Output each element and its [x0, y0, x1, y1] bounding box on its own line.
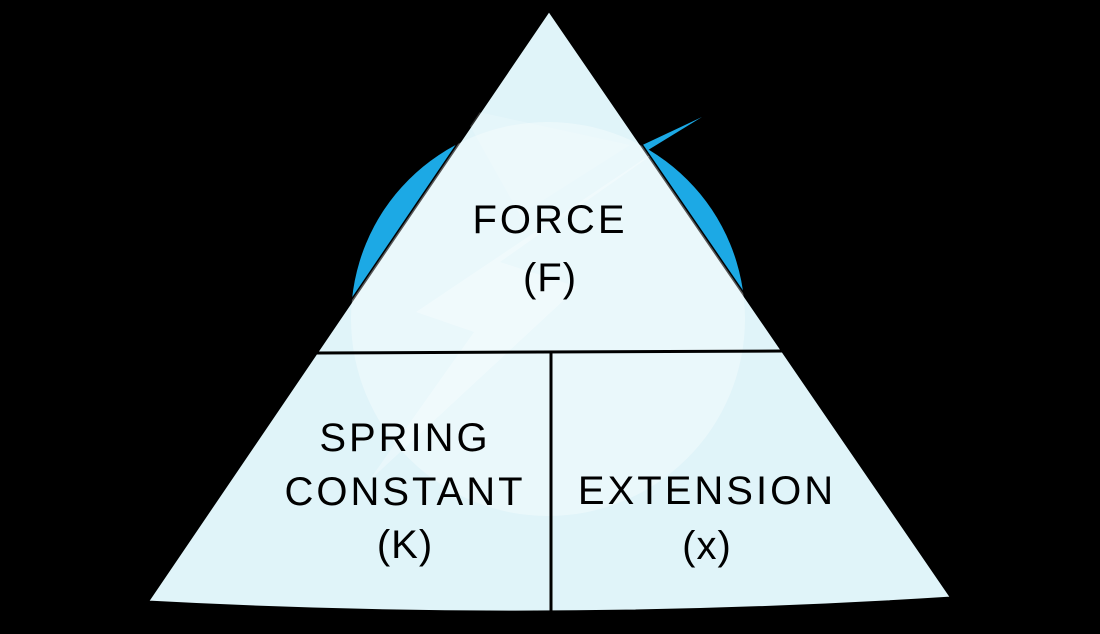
logo-watermark [351, 108, 745, 516]
force-symbol: (F) [523, 256, 577, 300]
extension-label: EXTENSION [578, 469, 836, 513]
force-label: FORCE [473, 198, 628, 242]
triangle-body [145, 8, 954, 614]
extension-symbol: (x) [682, 524, 732, 568]
watermark-circle-icon [351, 122, 745, 516]
spring-constant-label-line1: SPRING [319, 416, 490, 460]
watermark-bolt-icon [368, 128, 690, 482]
spring-constant-symbol: (K) [377, 523, 433, 567]
watermark-shard-icon [460, 108, 630, 215]
spring-constant-label-line2: CONSTANT [284, 470, 525, 514]
